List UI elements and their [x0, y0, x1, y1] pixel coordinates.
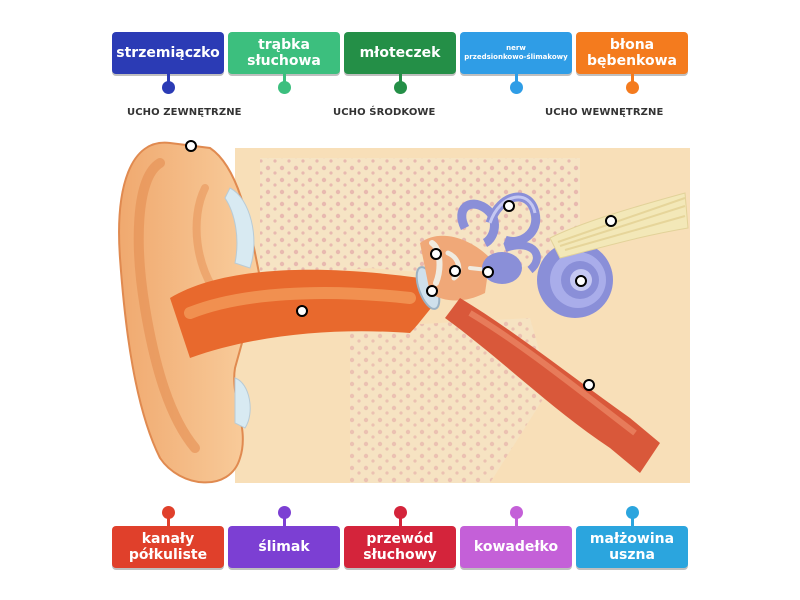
connector-pin	[166, 514, 170, 526]
eustachian-tube-highlight	[468, 310, 637, 436]
hotspot-stapes[interactable]	[482, 266, 494, 278]
hotspot-malleus[interactable]	[430, 248, 442, 260]
connector-pin	[282, 514, 286, 526]
connector-pin	[630, 514, 634, 526]
hotspot-incus[interactable]	[449, 265, 461, 277]
connector-dot[interactable]	[277, 81, 291, 94]
top-tiles-tile-0[interactable]: strzemiączko	[112, 32, 224, 74]
connector-pin	[630, 74, 634, 86]
hotspot-pinna[interactable]	[185, 140, 197, 152]
ear-canal-highlight	[184, 287, 416, 319]
bottom-tiles-tile-0[interactable]: kanały półkuliste	[112, 526, 224, 568]
connector-dot[interactable]	[625, 506, 639, 519]
connector-pin	[514, 514, 518, 526]
ossicle-malleus	[429, 240, 443, 286]
semicircular-canal-inner	[488, 195, 537, 224]
bottom-tiles-tile-4[interactable]: małżowina uszna	[576, 526, 688, 568]
semicircular-canal-1	[457, 199, 499, 248]
hotspot-eustachian-tube[interactable]	[583, 379, 595, 391]
top-tiles-tile-4[interactable]: błona bębenkowa	[576, 32, 688, 74]
connector-dot[interactable]	[509, 81, 523, 94]
cartilage-lower	[234, 377, 251, 429]
hotspot-eardrum[interactable]	[426, 285, 438, 297]
top-tiles-tile-2[interactable]: młoteczek	[344, 32, 456, 74]
semicircular-canal-3	[503, 241, 541, 274]
connector-dot[interactable]	[509, 506, 523, 519]
connector-pin	[166, 74, 170, 86]
ear-anatomy-diagram	[118, 141, 690, 484]
connector-pin	[398, 514, 402, 526]
bottom-tiles-tile-3[interactable]: kowadełko	[460, 526, 572, 568]
connector-dot[interactable]	[393, 81, 407, 94]
spongy-bone	[260, 158, 580, 278]
connector-dot[interactable]	[625, 81, 639, 94]
connector-pin	[514, 74, 518, 86]
connector-pin	[282, 74, 286, 86]
hotspot-cochlea[interactable]	[575, 275, 587, 287]
connector-dot[interactable]	[393, 506, 407, 519]
region-label-inner-ear: UCHO WEWNĘTRZNE	[545, 107, 664, 118]
hotspot-ear-canal[interactable]	[296, 305, 308, 317]
pinna-helix-fold	[133, 158, 200, 453]
connector-dot[interactable]	[277, 506, 291, 519]
top-tiles-tile-3[interactable]: nerw przedsionkowo-ślimakowy	[460, 32, 572, 74]
bottom-tiles-tile-2[interactable]: przewód słuchowy	[344, 526, 456, 568]
cartilage-upper	[224, 187, 255, 269]
top-tiles-tile-1[interactable]: trąbka słuchowa	[228, 32, 340, 74]
bottom-tiles-tile-1[interactable]: ślimak	[228, 526, 340, 568]
connector-dot[interactable]	[161, 506, 175, 519]
nerve-fibers	[557, 197, 686, 251]
region-label-outer-ear: UCHO ZEWNĘTRZNE	[127, 107, 242, 118]
connector-pin	[398, 74, 402, 86]
region-label-middle-ear: UCHO ŚRODKOWE	[333, 107, 436, 118]
hotspot-semicircular-canals[interactable]	[503, 200, 515, 212]
eustachian-tube	[445, 298, 660, 473]
connector-dot[interactable]	[161, 81, 175, 94]
hotspot-nerve[interactable]	[605, 215, 617, 227]
